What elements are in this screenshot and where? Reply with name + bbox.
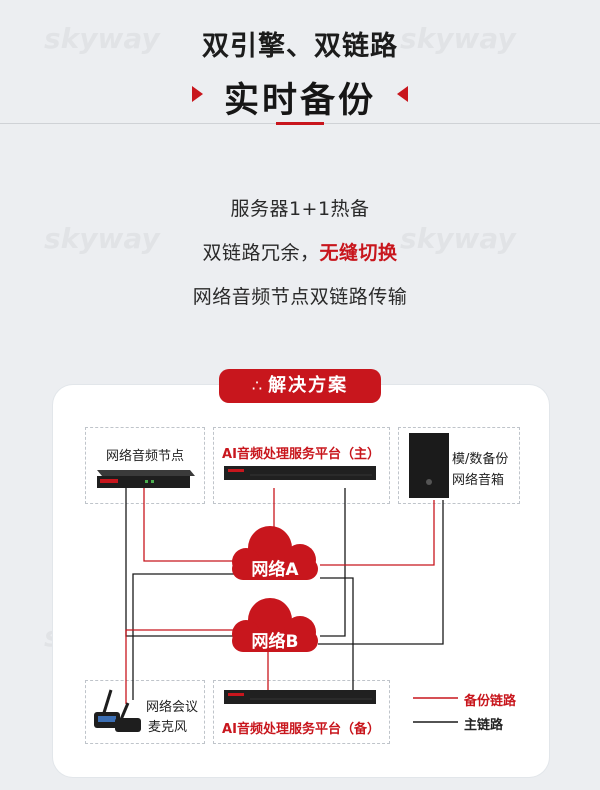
audio-node-device-icon (97, 470, 195, 488)
feature-seamless-switch: 无缝切换 (319, 242, 398, 264)
left-triangle-icon (192, 86, 203, 102)
backup-link-audio-node (143, 488, 235, 562)
watermark: skyway (44, 22, 160, 55)
backup-link-speaker (320, 500, 435, 566)
main-link-ai-backup (320, 577, 354, 703)
legend-main-label: 主链路 (464, 718, 504, 733)
speaker-label-line1: 模/数备份 (452, 452, 509, 467)
main-link-audio-node (125, 488, 235, 637)
watermark: skyway (44, 222, 160, 255)
mic-label-line1: 网络会议 (146, 700, 199, 715)
feature-hot-backup: 服务器1+1热备 (230, 198, 370, 220)
feature-redundancy-text: 双链路冗余， (202, 242, 320, 264)
solution-badge-label: 解决方案 (268, 375, 349, 396)
backup-link-mic (125, 629, 235, 704)
main-link-speaker (318, 500, 444, 645)
page-subtitle: 实时备份 (223, 81, 376, 121)
network-a-label: 网络A (251, 560, 299, 580)
feature-redundancy: 双链路冗余，无缝切换 (0, 238, 600, 265)
audio-node-box (85, 427, 205, 504)
ai-main-rack-icon (224, 466, 376, 480)
main-link-ai-main (320, 488, 346, 637)
main-link-mic (132, 573, 235, 700)
audio-node-label: 网络音频节点 (105, 449, 184, 464)
main-links (125, 488, 444, 703)
speaker-device-icon (409, 433, 449, 498)
page-title: 双引擎、双链路 (202, 31, 398, 62)
speaker-label-line2: 网络音箱 (452, 473, 505, 488)
feature-dual-link-transmission: 网络音频节点双链路传输 (192, 286, 408, 308)
network-b-label: 网络B (251, 632, 299, 652)
backup-links (125, 488, 435, 704)
share-icon: ∴ (251, 376, 265, 395)
ai-main-label: AI音频处理服务平台（主） (222, 447, 380, 462)
mic-label-line2: 麦克风 (148, 720, 188, 735)
ai-backup-label: AI音频处理服务平台（备） (222, 722, 380, 737)
network-b-cloud (232, 598, 318, 652)
legend-backup-label: 备份链路 (464, 694, 517, 709)
right-triangle-icon (397, 86, 408, 102)
ai-main-box (213, 427, 390, 504)
watermark: skyway (400, 22, 516, 55)
microphone-device-icon (94, 689, 141, 732)
network-a-cloud (232, 526, 318, 580)
watermark: skyway (400, 222, 516, 255)
solution-badge: ∴解决方案 (219, 369, 381, 403)
ai-backup-rack-icon (224, 690, 376, 704)
divider-accent (276, 122, 324, 125)
